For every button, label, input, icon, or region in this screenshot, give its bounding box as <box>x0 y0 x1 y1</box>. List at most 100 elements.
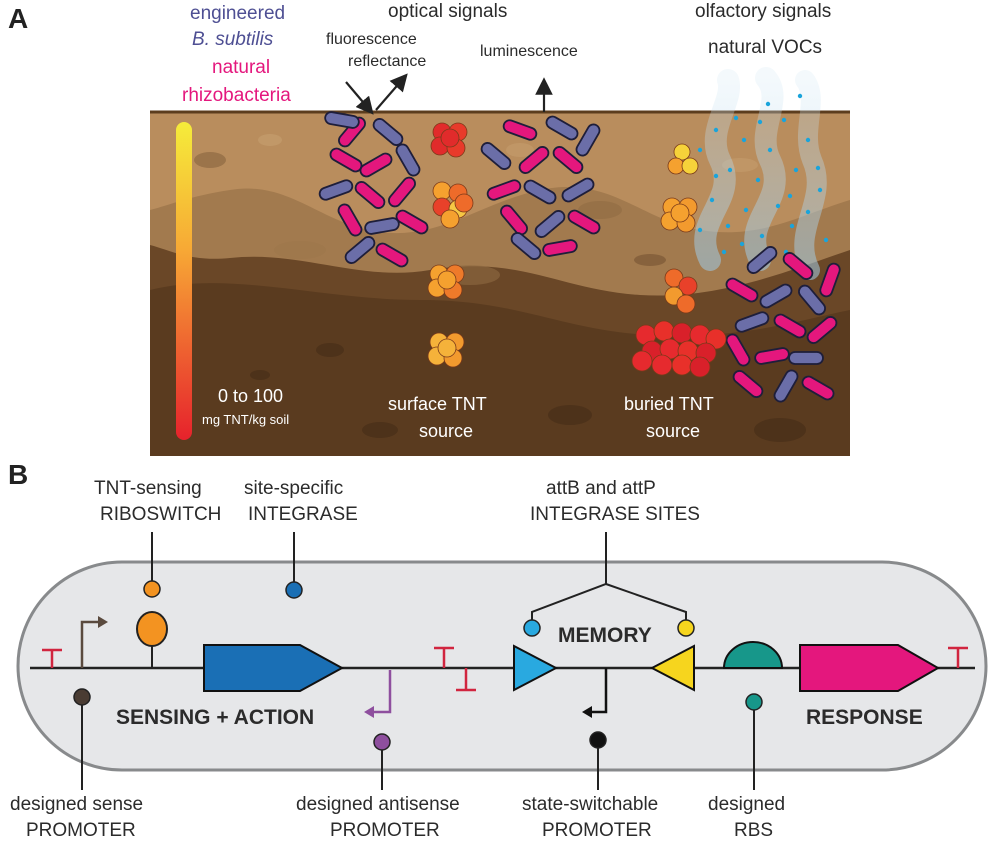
natural-bacterium <box>486 179 522 201</box>
voc-dot <box>823 237 829 243</box>
switchable-promoter-callout-dot <box>589 731 607 749</box>
engineered-bacterium <box>510 232 542 260</box>
response-label: RESPONSE <box>806 706 923 729</box>
voc-dot <box>815 165 821 171</box>
voc-dot <box>805 209 811 215</box>
engineered-bacterium <box>395 143 421 177</box>
optical-signals-label: optical signals <box>388 1 507 22</box>
voc-dot <box>759 233 765 239</box>
engineered-bacterium <box>324 111 360 129</box>
engineered-bacterium <box>534 210 566 238</box>
natural-bacterium <box>782 252 814 280</box>
voc-dot <box>767 147 773 153</box>
natural-bacterium <box>388 176 416 208</box>
switchable-promoter-label-1: state-switchable <box>522 794 658 815</box>
voc-dot <box>787 193 793 199</box>
riboswitch-label-2: RIBOSWITCH <box>100 504 221 525</box>
voc-dot <box>725 223 731 229</box>
reflectance-arrow-icon <box>375 73 408 111</box>
engineered-bacterium <box>575 123 601 157</box>
natural-bacterium <box>801 375 835 401</box>
reflectance-label: reflectance <box>348 53 426 70</box>
rbs-callout-dot <box>745 693 763 711</box>
voc-dot <box>741 137 747 143</box>
voc-dot <box>797 93 803 99</box>
legend-rhizobacteria-label: rhizobacteria <box>182 85 291 106</box>
voc-dot <box>739 241 745 247</box>
switchable-promoter-arrow-icon <box>590 668 608 714</box>
riboswitch-callout-dot <box>143 580 161 598</box>
natural-bacterium <box>354 181 386 209</box>
voc-dot <box>713 127 719 133</box>
voc-dot <box>697 227 703 233</box>
voc-dot <box>743 207 749 213</box>
natural-bacterium <box>502 119 538 141</box>
callout-lines <box>81 532 755 790</box>
natural-bacterium <box>542 239 578 257</box>
voc-dot <box>721 249 727 255</box>
voc-plume-icon <box>694 67 827 280</box>
antisense-promoter-callout-dot <box>373 733 391 751</box>
integrase-callout-dot <box>285 581 303 599</box>
engineered-bacterium <box>561 177 595 203</box>
integrase-label-2: INTEGRASE <box>248 504 358 525</box>
tnt-particles <box>427 122 727 378</box>
voc-dot <box>733 115 739 121</box>
integrase-gene-arrow-icon <box>203 644 345 692</box>
tnt-particle <box>667 157 685 175</box>
sense-promoter-arrow-icon <box>80 620 100 668</box>
natural-bacterium <box>567 209 601 235</box>
sense-promoter-label-2: PROMOTER <box>26 820 136 841</box>
natural-bacterium <box>819 262 841 298</box>
buried-source-label-2: source <box>646 421 700 441</box>
engineered-bacterium <box>364 217 400 235</box>
engineered-bacterium <box>344 236 376 264</box>
natural-bacterium <box>732 370 764 398</box>
panel-b-letter: B <box>8 459 28 490</box>
olfactory-signals-label: olfactory signals <box>695 1 831 22</box>
voc-particles <box>697 93 829 265</box>
voc-dot <box>709 197 715 203</box>
tnt-particle <box>676 294 696 314</box>
tnt-particle <box>454 193 474 213</box>
natural-bacterium <box>754 347 790 365</box>
attP-site-triangle-icon <box>649 644 695 692</box>
voc-dot <box>765 101 771 107</box>
scale-unit-label: mg TNT/kg soil <box>202 412 289 427</box>
natural-bacterium <box>725 333 751 367</box>
sense-promoter-callout-dot <box>73 688 91 706</box>
engineered-bacterium <box>759 283 793 309</box>
rbs-label-2: RBS <box>734 820 773 841</box>
legend-engineered-label: engineered <box>190 3 285 24</box>
engineered-bacterium <box>798 284 826 316</box>
engineered-bacterium <box>523 179 557 205</box>
natural-bacterium <box>773 313 807 339</box>
sense-promoter-label-1: designed sense <box>10 794 143 815</box>
switchable-promoter-label-2: PROMOTER <box>542 820 652 841</box>
cell-body <box>16 560 988 772</box>
tnt-particle <box>673 143 691 161</box>
engineered-bacterium <box>318 179 354 201</box>
switchable-promoter-arrowhead-icon <box>582 706 592 718</box>
surface-source-label-1: surface TNT <box>388 394 487 414</box>
voc-dot <box>775 203 781 209</box>
sense-promoter-arrowhead-icon <box>98 616 108 628</box>
natural-bacterium <box>552 146 584 174</box>
panel-a-letter: A <box>8 3 28 34</box>
voc-dot <box>789 223 795 229</box>
voc-dot <box>757 119 763 125</box>
engineered-bacterium <box>746 246 778 274</box>
engineered-bacterium <box>734 311 770 333</box>
voc-dot <box>793 167 799 173</box>
natural-bacterium <box>375 242 409 268</box>
antisense-promoter-arrow-icon <box>372 670 392 714</box>
legend-bsubtilis-label: B. subtilis <box>192 29 274 50</box>
tnt-particle <box>437 338 457 358</box>
attB-site-triangle-icon <box>513 644 559 692</box>
voc-dot <box>755 177 761 183</box>
tnt-particle <box>432 181 452 201</box>
tnt-particle <box>437 270 457 290</box>
natural-bacterium <box>359 152 393 178</box>
natural-bacterium <box>500 204 528 236</box>
